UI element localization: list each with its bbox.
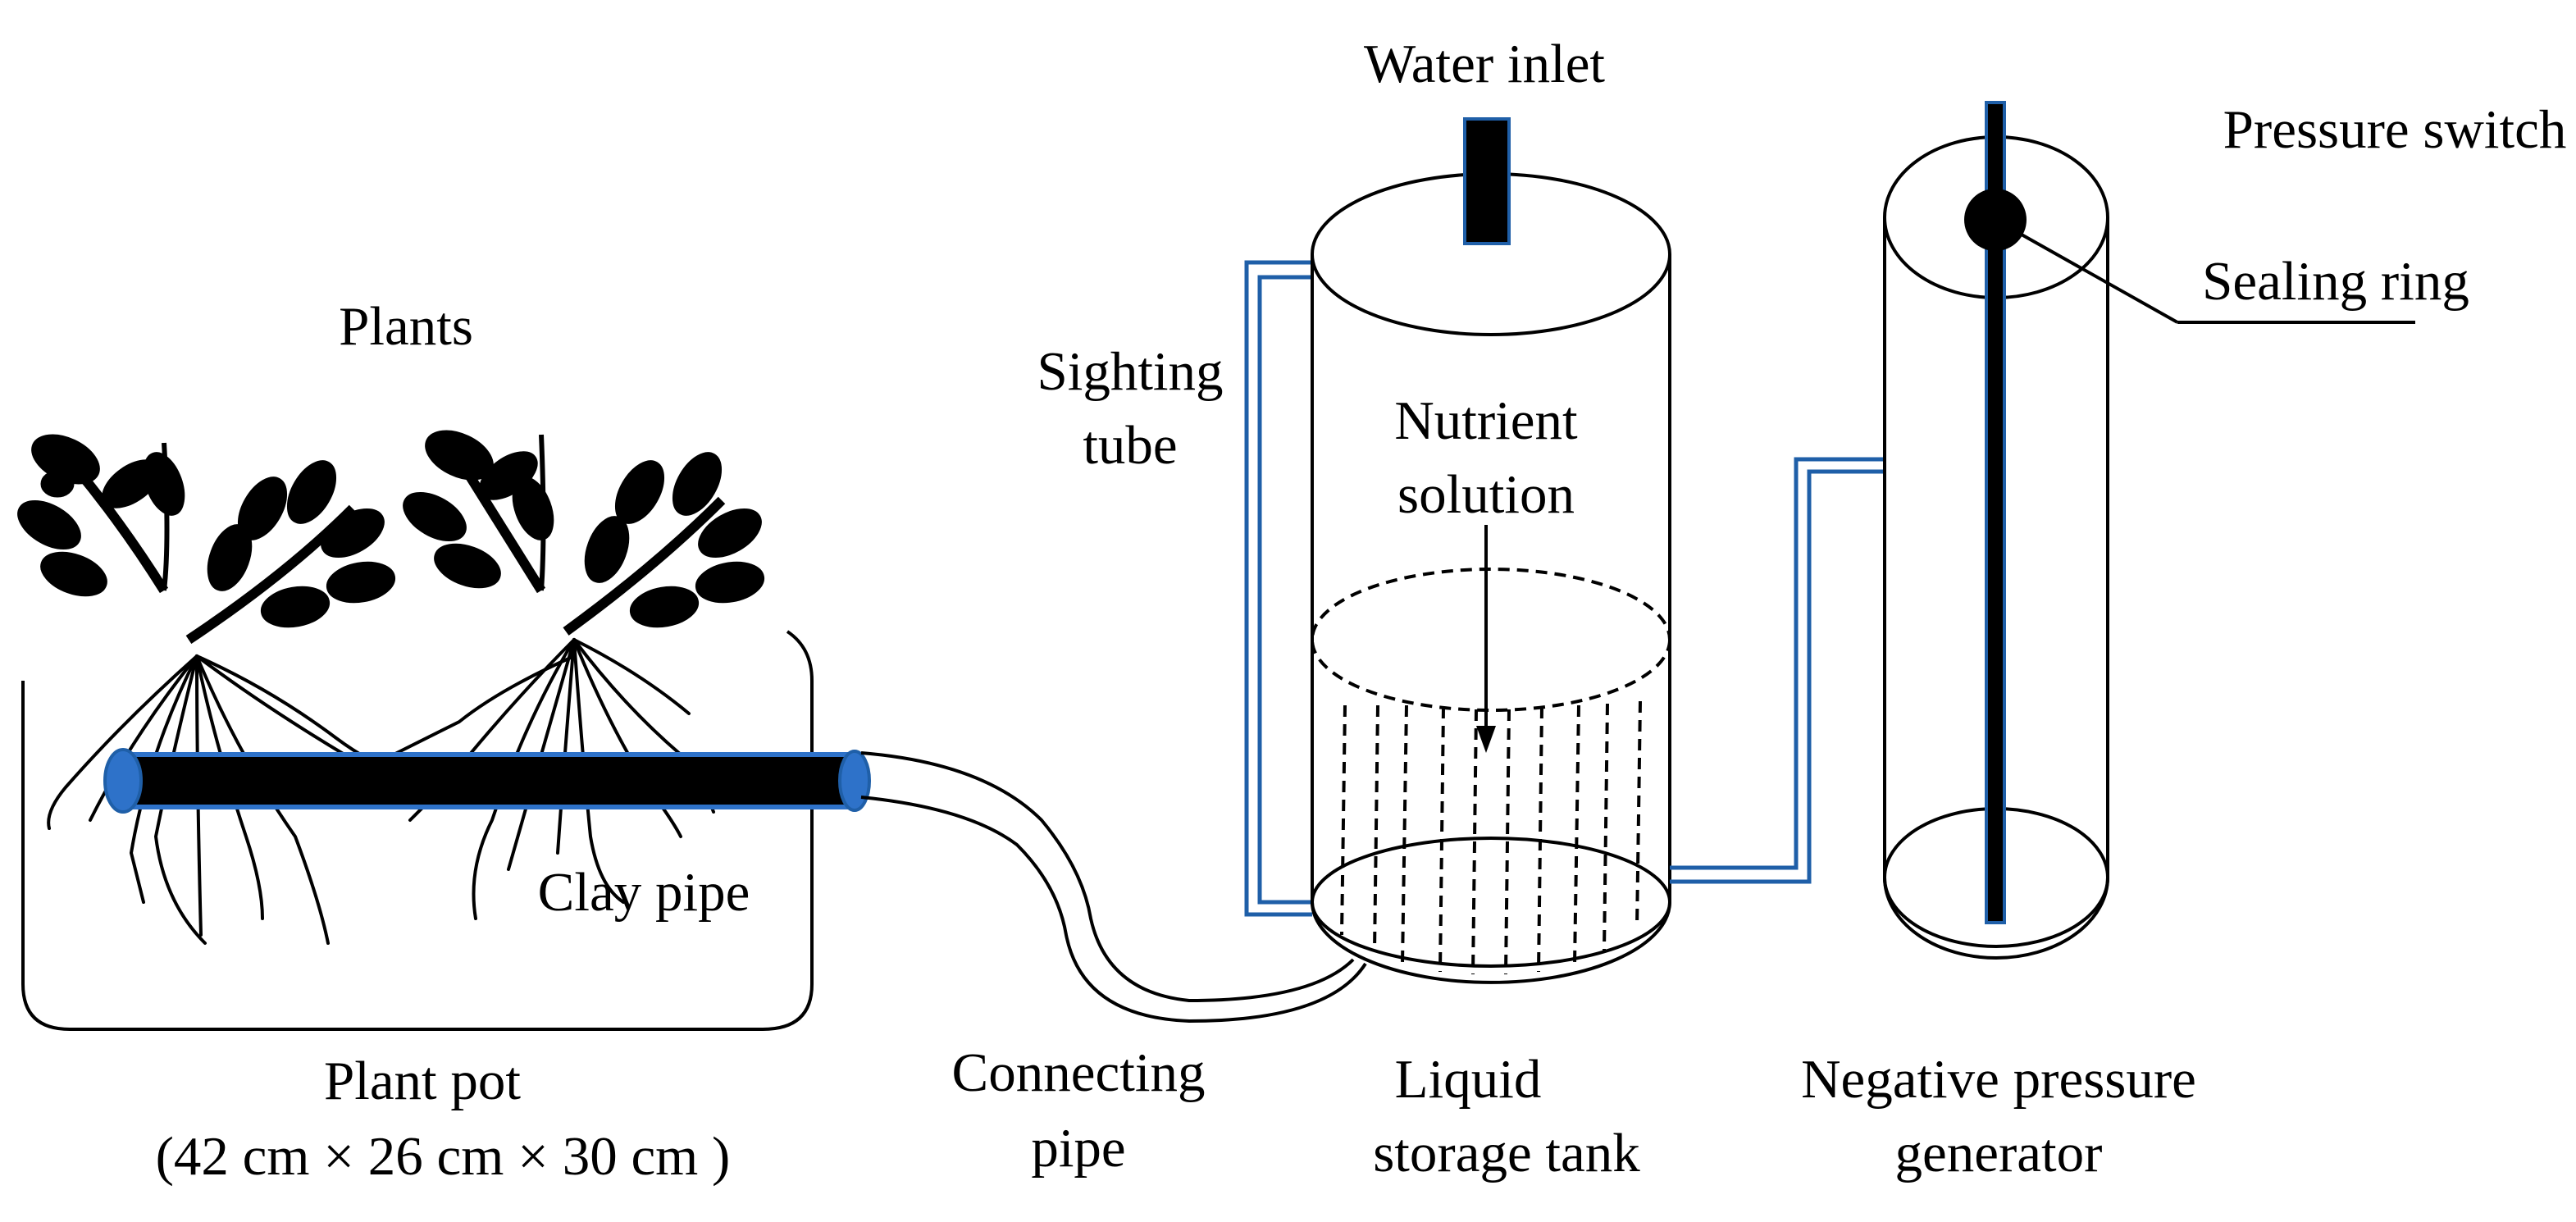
label-connecting-pipe-line1: Connecting <box>952 1042 1206 1103</box>
label-liquid-storage-tank-line1: Liquid <box>1395 1049 1542 1110</box>
label-sighting-tube-line1: Sighting <box>1037 341 1223 402</box>
label-connecting-pipe-line2: pipe <box>1031 1118 1125 1179</box>
liquid-storage-tank <box>1311 172 1671 984</box>
nutrient-arrow <box>1476 525 1496 753</box>
label-plant-pot-line1: Plant pot <box>324 1051 521 1111</box>
plant-sprig <box>17 434 185 597</box>
label-sealing-ring: Sealing ring <box>2202 251 2469 312</box>
label-clay-pipe: Clay pipe <box>538 862 750 923</box>
pressure-rod <box>1985 101 2006 924</box>
plant-sprig <box>403 430 554 594</box>
label-plants: Plants <box>339 296 473 357</box>
clay-pipe <box>103 748 871 814</box>
nutrient-solution <box>1311 568 1671 975</box>
tank-generator-link <box>1670 457 1885 884</box>
label-negative-pressure-generator-line1: Negative pressure <box>1801 1049 2196 1110</box>
label-liquid-storage-tank-line2: storage tank <box>1373 1123 1640 1183</box>
label-water-inlet: Water inlet <box>1364 34 1605 94</box>
label-plant-pot-line2: (42 cm × 26 cm × 30 cm ) <box>156 1126 731 1187</box>
label-nutrient-solution-line1: Nutrient <box>1394 390 1578 451</box>
label-negative-pressure-generator-line2: generator <box>1895 1123 2103 1183</box>
sealing-ring <box>1964 189 2415 324</box>
plant-pot <box>21 630 814 1031</box>
connecting-pipe <box>860 751 1367 1024</box>
plant-roots <box>47 638 715 945</box>
label-pressure-switch: Pressure switch <box>2223 99 2567 160</box>
labels: Water inlet Pressure switch Sealing ring… <box>156 34 2567 1187</box>
label-sighting-tube-line2: tube <box>1083 415 1177 476</box>
plant-sprig <box>563 452 765 636</box>
plants <box>17 430 765 644</box>
sighting-tube <box>1244 260 1312 917</box>
label-nutrient-solution-line2: solution <box>1397 464 1575 525</box>
water-inlet-tube <box>1463 117 1511 245</box>
plant-sprig <box>185 460 396 644</box>
